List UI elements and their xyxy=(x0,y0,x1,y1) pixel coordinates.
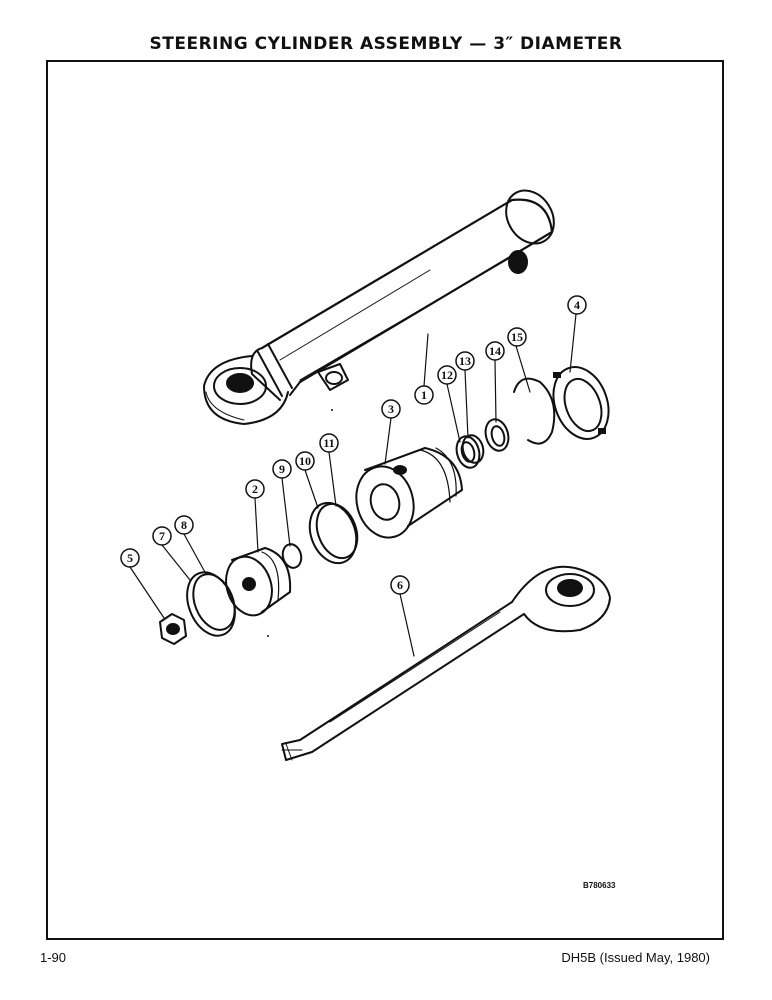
cylinder-barrel xyxy=(203,189,555,425)
lock-nut xyxy=(159,613,187,645)
svg-text:15: 15 xyxy=(511,330,523,344)
svg-text:1: 1 xyxy=(421,388,427,402)
gland-seals xyxy=(308,501,359,565)
speck xyxy=(267,635,269,637)
svg-text:10: 10 xyxy=(299,454,311,468)
piston-rod xyxy=(281,565,611,761)
callout-12: 12 xyxy=(437,365,457,385)
callout-4: 4 xyxy=(567,295,587,315)
piston-seals xyxy=(186,571,236,637)
svg-text:8: 8 xyxy=(181,518,187,532)
callouts: 1 2 3 4 5 6 7 8 9 10 11 12 13 14 15 xyxy=(120,295,587,595)
diagram-frame xyxy=(46,60,724,940)
callout-11: 11 xyxy=(319,433,339,453)
svg-text:6: 6 xyxy=(397,578,403,592)
callout-14: 14 xyxy=(485,341,505,361)
gland-nut xyxy=(552,366,610,440)
callout-6: 6 xyxy=(390,575,410,595)
svg-text:3: 3 xyxy=(388,402,394,416)
callout-5: 5 xyxy=(120,548,140,568)
figure-code: B780633 xyxy=(583,881,616,890)
snap-ring xyxy=(513,377,556,445)
page-title: STEERING CYLINDER ASSEMBLY — 3″ DIAMETER xyxy=(149,34,623,54)
svg-text:5: 5 xyxy=(127,551,133,565)
gland xyxy=(355,447,463,539)
callout-10: 10 xyxy=(295,451,315,471)
callout-9: 9 xyxy=(272,459,292,479)
svg-text:11: 11 xyxy=(323,436,334,450)
svg-text:13: 13 xyxy=(459,354,471,368)
svg-text:7: 7 xyxy=(159,529,165,543)
svg-text:12: 12 xyxy=(441,368,453,382)
svg-text:9: 9 xyxy=(279,462,285,476)
callout-13: 13 xyxy=(455,351,475,371)
o-ring xyxy=(281,543,303,569)
callout-1: 1 xyxy=(414,385,434,405)
wiper-seal xyxy=(484,418,510,452)
callout-15: 15 xyxy=(507,327,527,347)
callout-7: 7 xyxy=(152,526,172,546)
speck xyxy=(331,409,333,411)
callout-2: 2 xyxy=(245,479,265,499)
svg-text:2: 2 xyxy=(252,482,258,496)
callout-8: 8 xyxy=(174,515,194,535)
leader-lines xyxy=(129,313,577,657)
svg-text:4: 4 xyxy=(574,298,580,312)
piston xyxy=(225,547,292,617)
rod-seal xyxy=(455,434,485,469)
document-id: DH5B (Issued May, 1980) xyxy=(561,950,710,965)
svg-text:14: 14 xyxy=(489,344,501,358)
callout-3: 3 xyxy=(381,399,401,419)
page-number: 1-90 xyxy=(40,950,67,965)
